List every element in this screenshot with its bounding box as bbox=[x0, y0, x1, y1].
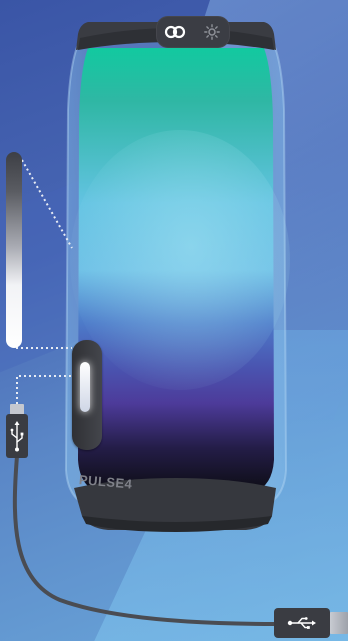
usb-connector-tip bbox=[330, 612, 348, 634]
connect-link-icon bbox=[164, 25, 186, 39]
light-show-button[interactable] bbox=[193, 16, 230, 48]
speaker-glow bbox=[70, 130, 290, 390]
callout-line bbox=[22, 160, 72, 248]
usb-plug-graphic bbox=[6, 404, 28, 458]
usb-icon bbox=[287, 616, 317, 630]
level-meter bbox=[6, 152, 22, 348]
light-show-icon bbox=[204, 24, 220, 40]
connect-link-button[interactable] bbox=[156, 16, 193, 48]
usb-plug bbox=[6, 404, 28, 458]
usb-connector bbox=[274, 608, 330, 638]
side-button-led bbox=[80, 362, 90, 412]
top-control-pill bbox=[156, 16, 230, 48]
